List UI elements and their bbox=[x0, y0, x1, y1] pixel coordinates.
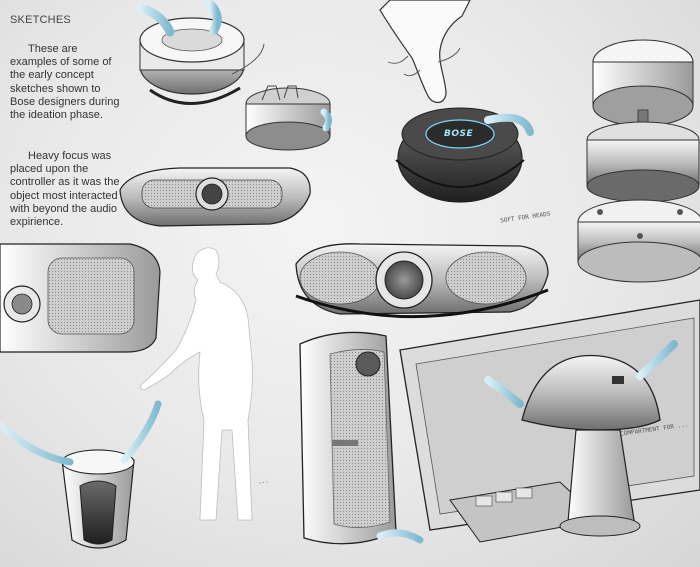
focus-paragraph: Heavy focus was placed upon the controll… bbox=[10, 150, 120, 229]
sleek-speaker-sketch-top bbox=[119, 167, 311, 227]
pedestal-speaker-sketch-left bbox=[0, 400, 162, 549]
controller-logo: BOSE bbox=[444, 129, 474, 139]
left-speaker-sketch bbox=[0, 243, 161, 353]
center-speaker-sketch bbox=[295, 243, 549, 319]
exploded-controller-sketch bbox=[577, 39, 700, 283]
page-heading: SKETCHES bbox=[10, 14, 71, 26]
person-silhouette bbox=[140, 247, 253, 521]
tower-speaker-sketch bbox=[299, 331, 397, 545]
intro-paragraph: These are examples of some of the early … bbox=[10, 43, 120, 122]
puck-stack-sketch bbox=[135, 0, 265, 105]
hand-on-controller-sketch bbox=[379, 0, 534, 203]
cup-detail-sketch bbox=[245, 85, 333, 151]
bell-speaker-sketch bbox=[484, 340, 678, 537]
small-handwritten-note: ... bbox=[257, 477, 270, 486]
